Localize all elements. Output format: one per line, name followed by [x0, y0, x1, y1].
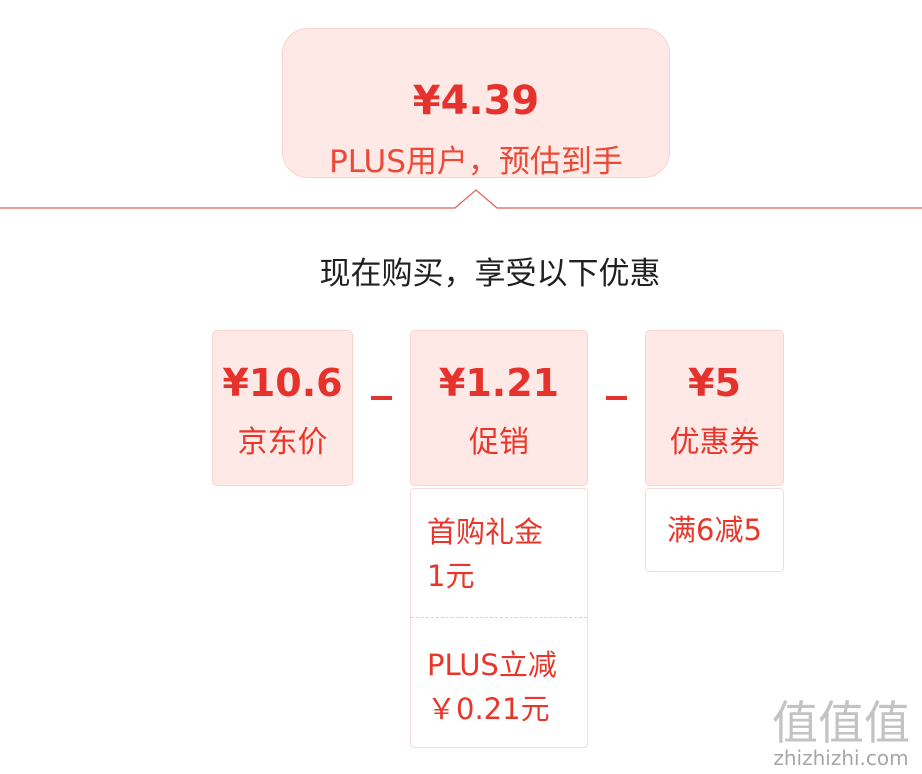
coupon-label: 优惠券 [669, 425, 760, 460]
estimated-price-card: ¥4.39 PLUS用户，预估到手 [282, 28, 670, 178]
jd-price-label: 京东价 [237, 425, 328, 460]
promotion-amount: ¥1.21 [438, 361, 560, 405]
promotion-label: 促销 [469, 425, 529, 460]
promotion-details: 首购礼金 1元 PLUS立减 ￥0.21元 [410, 488, 588, 748]
estimated-price: ¥4.39 [412, 78, 540, 124]
coupon-detail-condition: 满6减5 [667, 513, 762, 547]
site-watermark: 值值值 zhizhizhi.com [766, 700, 916, 768]
coupon-details: 满6减5 [645, 488, 784, 572]
estimated-price-caption: PLUS用户，预估到手 [329, 144, 623, 180]
coupon-card: ¥5 优惠券 [645, 330, 784, 486]
jd-price-card: ¥10.6 京东价 [212, 330, 353, 486]
promotion-detail-first-purchase: 首购礼金 1元 [427, 515, 544, 593]
watermark-logo: 值值值 [772, 696, 910, 750]
minus-sign [606, 396, 627, 400]
jd-price-amount: ¥10.6 [222, 361, 343, 405]
promotion-card: ¥1.21 促销 [410, 330, 588, 486]
coupon-amount: ¥5 [688, 361, 741, 405]
promotion-detail-plus: PLUS立减 ￥0.21元 [427, 648, 557, 726]
detail-separator [411, 617, 587, 618]
discount-heading: 现在购买，享受以下优惠 [319, 256, 661, 292]
watermark-domain: zhizhizhi.com [773, 746, 909, 770]
minus-sign [371, 396, 392, 400]
